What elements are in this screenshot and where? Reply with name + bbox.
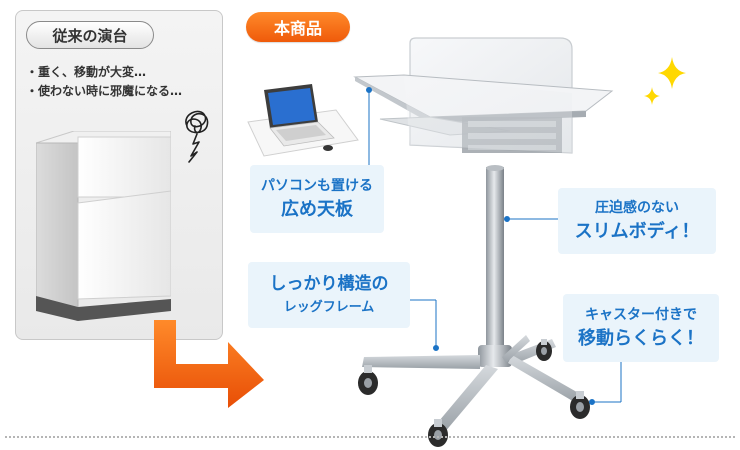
feature-wide-top-line1: パソコンも置ける <box>261 178 373 194</box>
dotted-divider <box>5 436 735 438</box>
old-point-2: ・使わない時に邪魔になる… <box>26 84 183 98</box>
laptop-image <box>247 84 359 157</box>
old-point-1: ・重く、移動が大変… <box>26 65 147 79</box>
feature-slim-body-line1: 圧迫感のない <box>595 200 679 216</box>
feature-wide-top: パソコンも置ける 広め天板 <box>250 165 384 233</box>
sparkle-icon <box>644 57 686 105</box>
feature-slim-body: 圧迫感のない スリムボディ！ <box>558 188 716 254</box>
feature-casters-line1: キャスター付きで <box>585 307 697 323</box>
feature-casters-line2: 移動らくらく！ <box>578 328 704 349</box>
feature-leg-frame-line1: しっかり構造の <box>269 274 389 294</box>
podium-image <box>36 131 171 321</box>
old-podium-label: 従来の演台 <box>26 21 154 49</box>
scribble-icon <box>185 110 209 163</box>
feature-casters: キャスター付きで 移動らくらく！ <box>563 294 719 362</box>
feature-slim-body-line2: スリムボディ！ <box>574 221 700 242</box>
arrow-right-icon <box>154 320 264 408</box>
old-podium-points: ・重く、移動が大変… ・使わない時に邪魔になる… <box>26 63 182 101</box>
feature-leg-frame-line2: レッグフレーム <box>283 300 375 315</box>
feature-wide-top-line2: 広め天板 <box>281 199 353 220</box>
old-podium-panel: 従来の演台 ・重く、移動が大変… ・使わない時に邪魔になる… <box>15 10 223 340</box>
product-label: 本商品 <box>246 12 350 42</box>
lectern-product-image <box>353 37 614 447</box>
feature-leg-frame: しっかり構造の レッグフレーム <box>248 262 410 328</box>
